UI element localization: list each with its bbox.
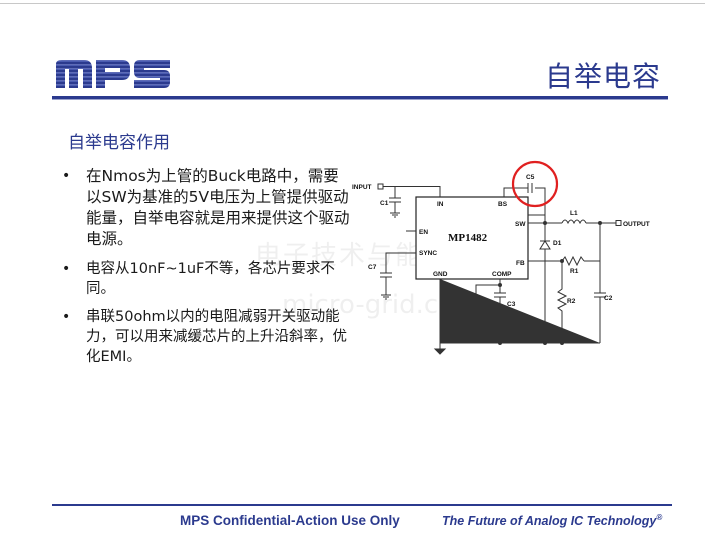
- pin-comp: COMP: [492, 271, 512, 278]
- chip-body: [415, 196, 529, 280]
- footer-tagline-text: The Future of Analog IC Technology: [442, 514, 657, 529]
- c5-label: C5: [526, 174, 535, 181]
- top-border-line: [0, 3, 705, 4]
- pin-fb: FB: [516, 260, 525, 267]
- registered-mark: ®: [656, 513, 663, 522]
- pin-sync: SYNC: [419, 250, 437, 257]
- c2-label: C2: [604, 295, 613, 302]
- bullet-dot: •: [62, 168, 71, 184]
- input-label: INPUT: [352, 184, 372, 191]
- c5-highlight-circle: [511, 160, 559, 208]
- r2-label: R2: [567, 298, 576, 305]
- pin-en: EN: [419, 229, 428, 236]
- bullet-text: 电容从10nF~1uF不等，各芯片要求不同。: [86, 261, 335, 297]
- footer-rule: [52, 504, 672, 506]
- pin-bs: BS: [498, 201, 508, 208]
- bullet-item: • 电容从10nF~1uF不等，各芯片要求不同。: [60, 259, 352, 299]
- title-underline: [52, 96, 668, 100]
- footer-tagline: The Future of Analog IC Technology®: [442, 513, 662, 528]
- l1-label: L1: [570, 210, 578, 217]
- bullet-item: • 串联50ohm以内的电阻减弱开关驱动能力，可以用来减缓芯片的上升沿斜率，优化…: [60, 307, 352, 367]
- bullet-text: 串联50ohm以内的电阻减弱开关驱动能力，可以用来减缓芯片的上升沿斜率，优化EM…: [86, 309, 347, 365]
- pin-gnd: GND: [433, 271, 448, 278]
- bullet-dot: •: [62, 309, 71, 325]
- c7-label: C7: [368, 264, 377, 271]
- slide-title: 自举电容: [544, 60, 661, 93]
- section-subtitle: 自举电容作用: [68, 133, 170, 153]
- bullet-list: • 在Nmos为上管的Buck电路中，需要以SW为基准的5V电压为上管提供驱动能…: [60, 166, 352, 375]
- bullet-dot: •: [62, 261, 71, 277]
- d1-label: D1: [553, 240, 562, 247]
- circuit-schematic: MP1482 IN BS SW EN SYNC FB GND COMP INPU…: [352, 160, 650, 355]
- inductor-l1: [561, 219, 587, 225]
- output-label: OUTPUT: [623, 221, 650, 228]
- bullet-item: • 在Nmos为上管的Buck电路中，需要以SW为基准的5V电压为上管提供驱动能…: [60, 166, 352, 250]
- output-terminal: [615, 220, 622, 226]
- c1-label: C1: [380, 200, 389, 207]
- pin-sw: SW: [515, 221, 526, 228]
- c3-label: C3: [507, 301, 516, 308]
- r1-label: R1: [570, 268, 579, 275]
- chip-name: MP1482: [448, 232, 488, 244]
- footer-confidential: MPS Confidential-Action Use Only: [180, 513, 400, 528]
- mps-logo: [56, 60, 170, 88]
- input-terminal: [377, 183, 384, 190]
- bullet-text: 在Nmos为上管的Buck电路中，需要以SW为基准的5V电压为上管提供驱动能量，…: [86, 167, 350, 248]
- watermark-url: micro-grid.cn: [282, 290, 455, 320]
- pin-in: IN: [437, 201, 444, 208]
